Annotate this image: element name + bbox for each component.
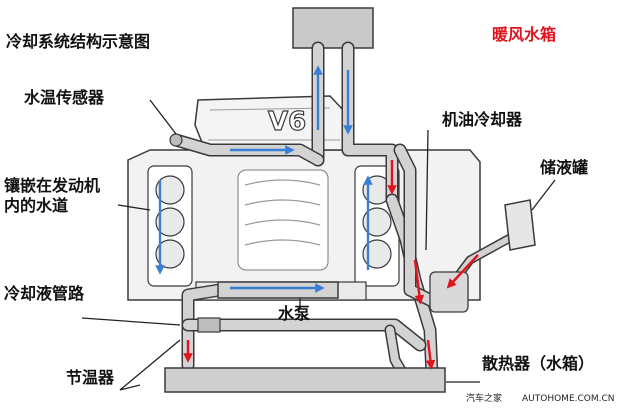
watermark-url: AUTOHOME.COM.CN [522, 394, 615, 404]
water-pump [217, 281, 339, 299]
reservoir [504, 199, 536, 251]
heater-core [292, 7, 374, 49]
watermark-brand: 汽车之家 [466, 394, 503, 404]
embedded-line1-label: 镶嵌在发动机 [4, 176, 101, 195]
oil-cooler-label: 机油冷却器 [442, 110, 523, 129]
embedded-line2-label: 内的水道 [4, 196, 69, 215]
radiator-label: 散热器（水箱） [482, 354, 595, 373]
water-pump-label: 水泵 [278, 304, 311, 323]
temp-sensor [169, 133, 183, 147]
flow-arrows [155, 65, 479, 370]
coolant-pipe-label: 冷却液管路 [4, 284, 85, 303]
page-title: 冷却系统结构示意图 [6, 32, 151, 51]
thermostat-label: 节温器 [66, 368, 115, 387]
thermostat [197, 317, 221, 333]
callout-lines [81, 99, 556, 391]
reservoir-label: 储液罐 [540, 158, 589, 177]
heater-core-label: 暖风水箱 [492, 25, 557, 44]
engine-badge: V6 [268, 107, 306, 137]
temp-sensor-label: 水温传感器 [24, 88, 105, 107]
radiator [164, 367, 446, 393]
oil-cooler [429, 271, 469, 313]
